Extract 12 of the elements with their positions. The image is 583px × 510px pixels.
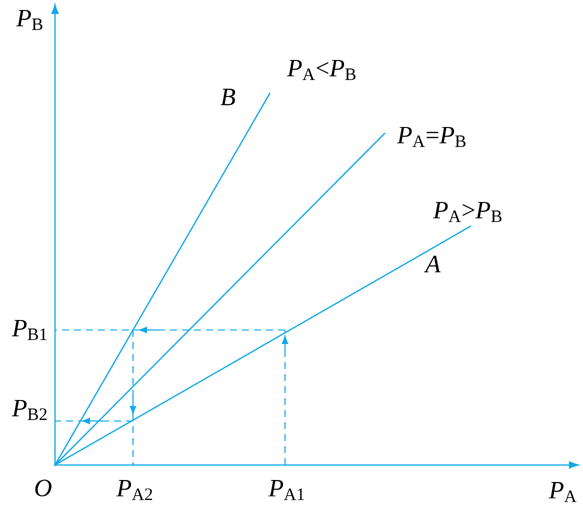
line-label: P$_{A}$<P$_{B}$ [287,60,356,80]
line-label: B [220,88,236,106]
line-label: P$_{A}$>P$_{B}$ [433,202,502,222]
tick-label: P$_{A1}$ [268,480,304,500]
tick-label: P$_{B1}$ [12,320,46,340]
origin-label: O [35,480,52,496]
line-label: A [424,256,441,272]
line-label: P$_{A}$=P$_{B}$ [397,126,466,148]
axis-label: P$_{B}$ [16,10,42,30]
tick-label: P$_{A2}$ [116,480,152,500]
axis-label: P$_{A}$ [548,482,577,502]
tick-label: P$_{B2}$ [12,400,47,420]
